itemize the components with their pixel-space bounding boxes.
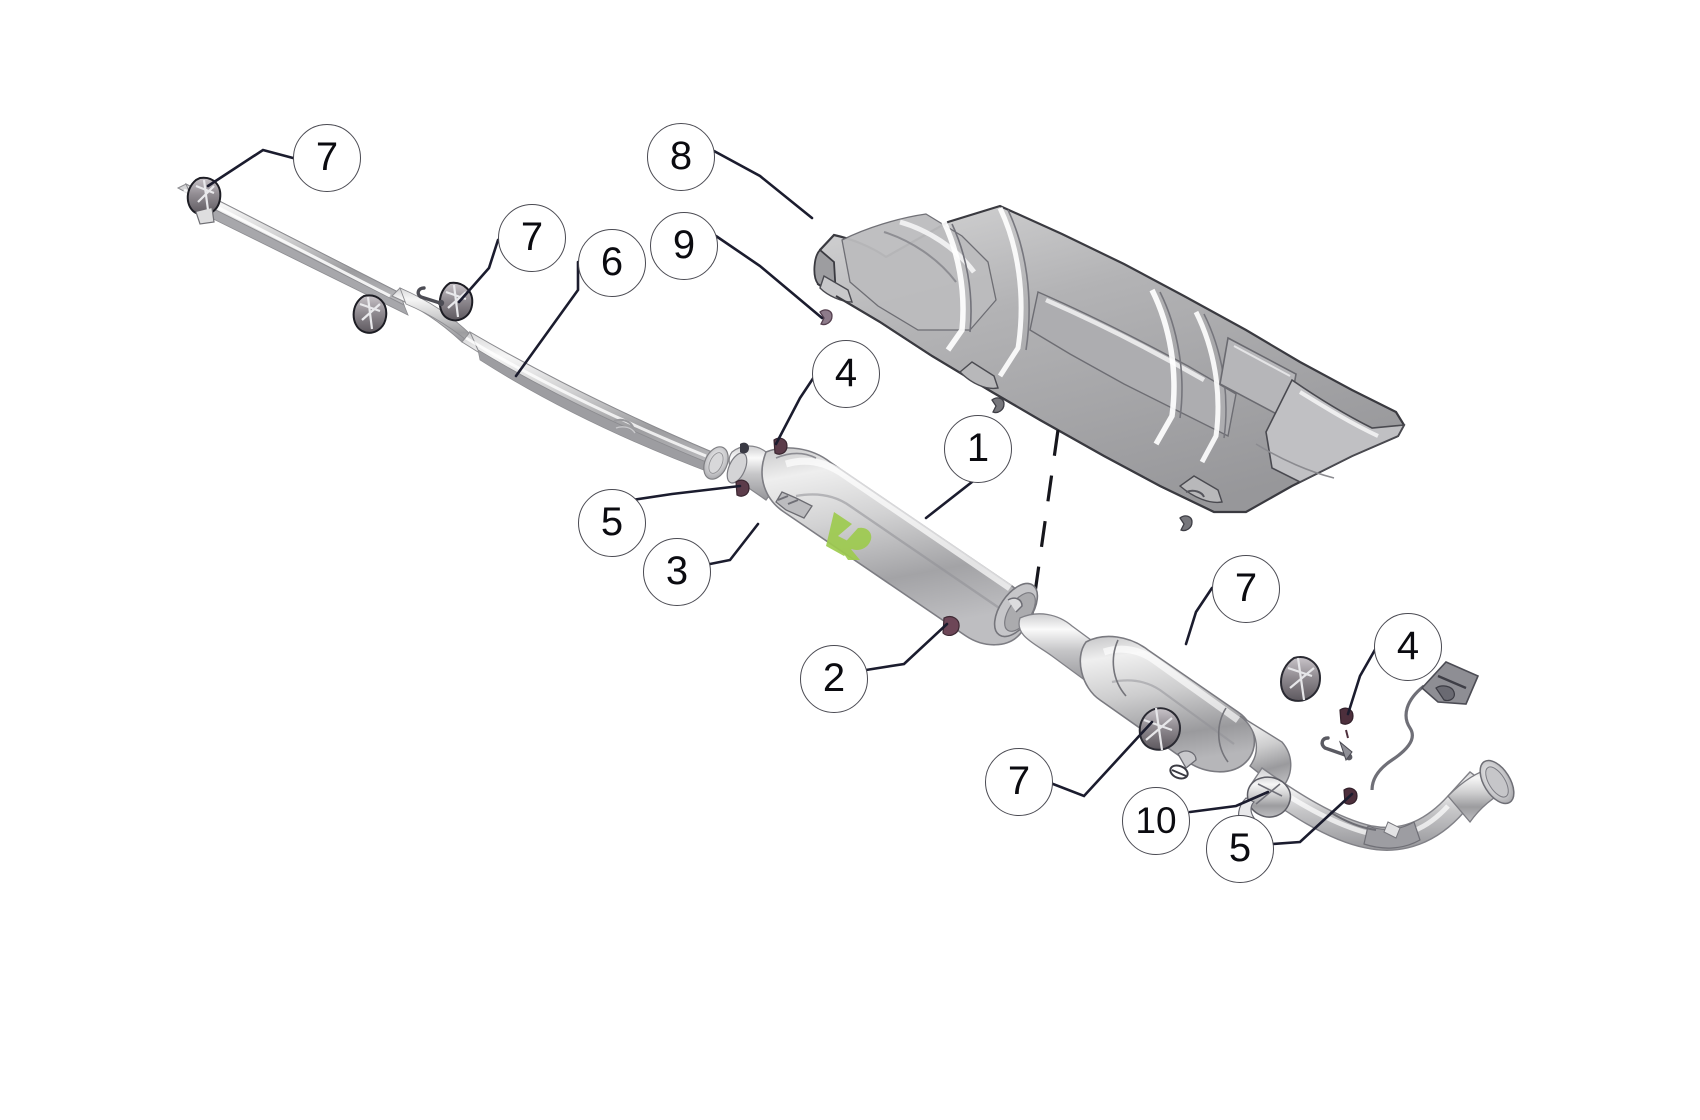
callout-label: 4	[834, 351, 858, 395]
callout-7-mid-hanger[interactable]: 7	[498, 204, 566, 272]
flange-nut-muffler	[942, 615, 960, 637]
callout-label: 7	[1007, 759, 1031, 803]
callout-label: 10	[1135, 799, 1177, 841]
flange-gasket-rear	[1339, 707, 1354, 739]
small-dot-front-pipe	[740, 442, 749, 454]
callout-8-heat-shield[interactable]: 8	[647, 123, 715, 191]
callout-label: 9	[672, 223, 696, 267]
brand-logo	[826, 512, 872, 560]
wire-hanger-bracket	[1370, 661, 1480, 791]
callout-1-muffler[interactable]: 1	[944, 415, 1012, 483]
callout-6-centre-pipe[interactable]: 6	[578, 229, 646, 297]
callout-label: 7	[315, 135, 339, 179]
heat-shield-clip-rear	[1179, 515, 1193, 532]
front-exhaust-pipe	[176, 182, 729, 480]
hanger-pin-front	[416, 286, 445, 307]
callout-label: 6	[600, 240, 624, 284]
rubber-hanger-cat	[1280, 656, 1322, 702]
heat-shield-clip-mid	[991, 397, 1005, 414]
callout-4-rear-nut[interactable]: 4	[1374, 613, 1442, 681]
callout-label: 5	[600, 500, 624, 544]
callout-label: 1	[966, 426, 990, 470]
callout-10-clamp[interactable]: 10	[1122, 787, 1190, 855]
callout-5-front-gasket[interactable]: 5	[578, 489, 646, 557]
muffler-silencer	[726, 445, 1039, 646]
flange-nut-front	[773, 437, 788, 455]
alignment-dashed-line	[1030, 429, 1060, 615]
rubber-hanger-front	[186, 176, 222, 225]
callout-9-shield-clip[interactable]: 9	[650, 212, 718, 280]
callout-4-front-nut[interactable]: 4	[812, 340, 880, 408]
callout-label: 4	[1396, 624, 1420, 668]
flange-gasket-front	[735, 479, 750, 497]
callout-label: 3	[665, 549, 689, 593]
callout-7-front-hanger[interactable]: 7	[293, 124, 361, 192]
rubber-hanger-mid-rear	[1138, 707, 1182, 751]
rubber-hanger-mid-pipe	[352, 294, 388, 334]
catalytic-converter	[1018, 613, 1292, 791]
callout-5-rear-gasket[interactable]: 5	[1206, 815, 1274, 883]
heat-shield-panel	[813, 204, 1406, 514]
callout-label: 7	[520, 215, 544, 259]
heat-shield-clip-front	[819, 309, 833, 326]
tail-pipe	[1237, 759, 1515, 851]
callout-2-hanger-pin[interactable]: 2	[800, 645, 868, 713]
callout-label: 8	[669, 134, 693, 178]
callout-label: 5	[1228, 826, 1252, 870]
callout-label: 2	[822, 656, 846, 700]
rubber-hanger-centre	[438, 281, 474, 322]
callout-label: 7	[1234, 566, 1258, 610]
hanger-pin-cat	[1320, 736, 1353, 762]
callout-7-rear-hanger[interactable]: 7	[985, 748, 1053, 816]
callout-7-cat-hanger[interactable]: 7	[1212, 555, 1280, 623]
callout-3-bracket[interactable]: 3	[643, 538, 711, 606]
